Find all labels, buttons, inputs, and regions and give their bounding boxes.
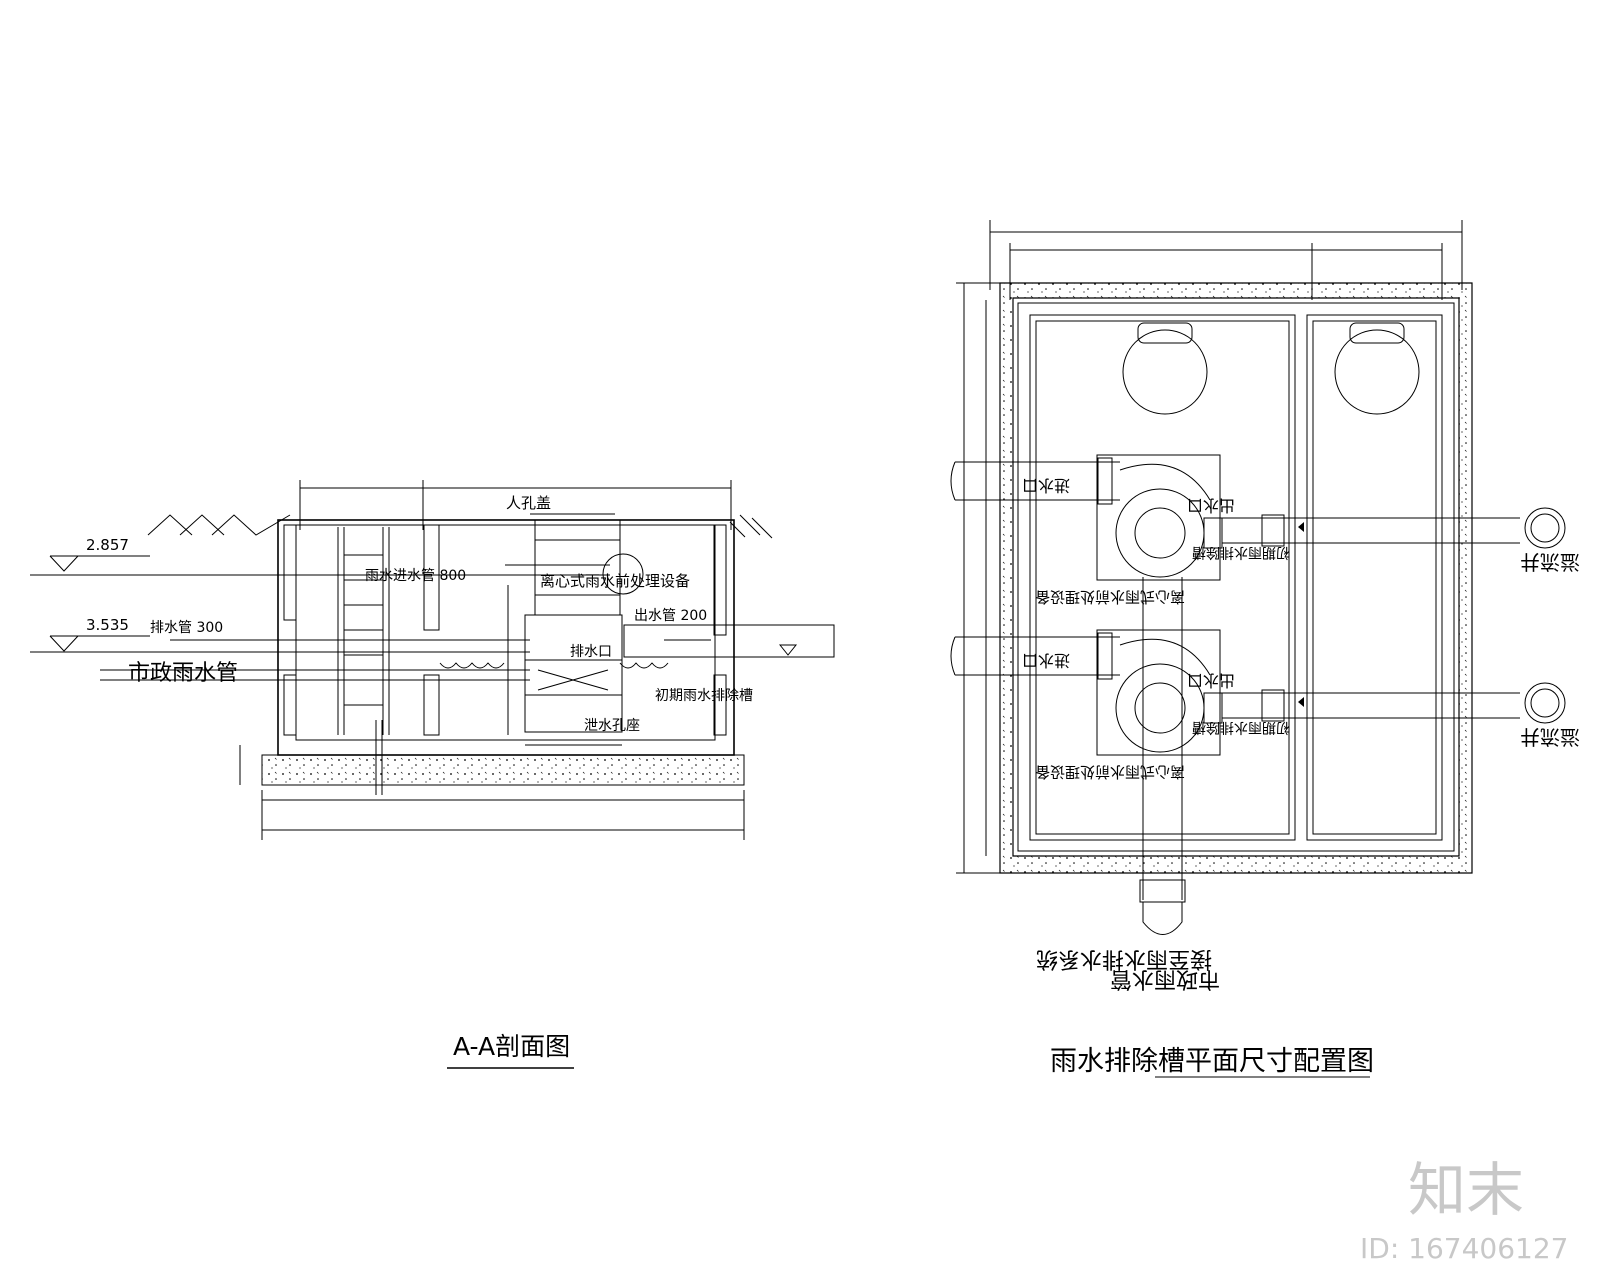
plan-label-tank-2: 初期雨水排除槽: [1192, 719, 1290, 736]
plan-label-outlet-2: 出水口: [1187, 671, 1235, 690]
svg-text:进水口: 进水口: [1022, 651, 1070, 670]
elevation-bottom-label: 3.535: [86, 616, 129, 634]
plan-concrete-wall: [999, 282, 1473, 874]
drain-port-label: 排水口: [570, 644, 612, 660]
inlet-pipe: [30, 553, 644, 595]
plan-label-inlet-2: 进水口: [1022, 651, 1070, 670]
plan-drain-pipe: [1139, 577, 1186, 935]
ladder: [337, 527, 390, 735]
plan-device-1: [1096, 454, 1223, 581]
drain-pipe-label: 排水管 300: [150, 620, 223, 636]
first-flush-label: 初期雨水排除槽: [655, 687, 753, 704]
svg-text:进水口: 进水口: [1022, 476, 1070, 495]
inlet-pipe-label: 雨水进水管 800: [365, 568, 466, 584]
plan-outlet-pipe-2: [1222, 682, 1566, 724]
plan-label-outlet-1: 出水口: [1187, 496, 1235, 515]
bottom-dimensions: [239, 744, 745, 840]
plan-label-system: 接至雨水排水系统: [1036, 946, 1212, 971]
device-label: 离心式雨水前处理设备: [540, 572, 690, 590]
watermark-id: ID: 167406127: [1360, 1232, 1568, 1265]
plan-label-tank-1: 初期雨水排除槽: [1192, 544, 1290, 561]
plan-manhole-1: [1122, 322, 1208, 415]
svg-text:溢流井: 溢流井: [1520, 550, 1580, 574]
svg-text:市政雨水管: 市政雨水管: [1110, 966, 1220, 991]
svg-text:离心式雨水前处理设备: 离心式雨水前处理设备: [1035, 763, 1185, 781]
section-tank-inner: [295, 524, 716, 741]
watermark-logo: 知末: [1408, 1156, 1524, 1224]
outlet-pipe-label: 出水管 200: [634, 608, 707, 624]
plan-label-device-2: 离心式雨水前处理设备: [1035, 763, 1185, 781]
water-level: [439, 662, 669, 669]
plan-manhole-2: [1334, 322, 1420, 415]
svg-text:出水口: 出水口: [1187, 496, 1235, 515]
section-view: 2.857 3.535 人孔盖 雨水进水管 800 离心式雨水前处理设备 出水管…: [30, 480, 835, 1069]
plan-outlet-pipe-1: [1222, 507, 1566, 549]
municipal-pipe-label: 市政雨水管: [128, 661, 238, 686]
plan-label-inlet-1: 进水口: [1022, 476, 1070, 495]
elevation-marker-top: [49, 555, 150, 572]
svg-text:初期雨水排除槽: 初期雨水排除槽: [1192, 719, 1290, 736]
section-title: A-A剖面图: [453, 1032, 570, 1061]
svg-text:溢流井: 溢流井: [1520, 725, 1580, 749]
device-stack: [507, 519, 623, 735]
plan-label-overflow-2: 溢流井: [1520, 725, 1580, 749]
plan-label-municipal: 市政雨水管: [1110, 966, 1220, 991]
svg-text:出水口: 出水口: [1187, 671, 1235, 690]
elevation-top-label: 2.857: [86, 536, 129, 554]
outlet-pipe: [623, 624, 835, 658]
plan-label-overflow-1: 溢流井: [1520, 550, 1580, 574]
elevation-marker-bottom: [49, 635, 150, 652]
plan-label-device-1: 离心式雨水前处理设备: [1035, 588, 1185, 606]
plan-title: 雨水排除槽平面尺寸配置图: [1050, 1046, 1374, 1077]
plan-inlet-pipe-1: [950, 457, 1120, 505]
plan-device-2: [1096, 629, 1223, 756]
sump-label: 泄水孔座: [584, 718, 640, 734]
foundation-slab: [261, 754, 745, 786]
plan-view: 进水口 进水口 出水口 出水口 初期雨水排除槽 初期雨水排除槽 离心式雨水前处理…: [950, 220, 1580, 1078]
drain-pipe: [30, 639, 530, 681]
plan-chamber-side: [1306, 314, 1443, 841]
watermark: 知末 ID: 167406127: [1360, 1156, 1568, 1265]
plan-chamber-main: [1029, 314, 1296, 841]
ground-line: [147, 514, 773, 539]
top-dimensions: [299, 480, 732, 530]
svg-text:离心式雨水前处理设备: 离心式雨水前处理设备: [1035, 588, 1185, 606]
svg-text:接至雨水排水系统: 接至雨水排水系统: [1036, 946, 1212, 971]
manhole-cover-label: 人孔盖: [506, 494, 551, 512]
svg-text:初期雨水排除槽: 初期雨水排除槽: [1192, 544, 1290, 561]
plan-inlet-pipe-2: [950, 632, 1120, 680]
